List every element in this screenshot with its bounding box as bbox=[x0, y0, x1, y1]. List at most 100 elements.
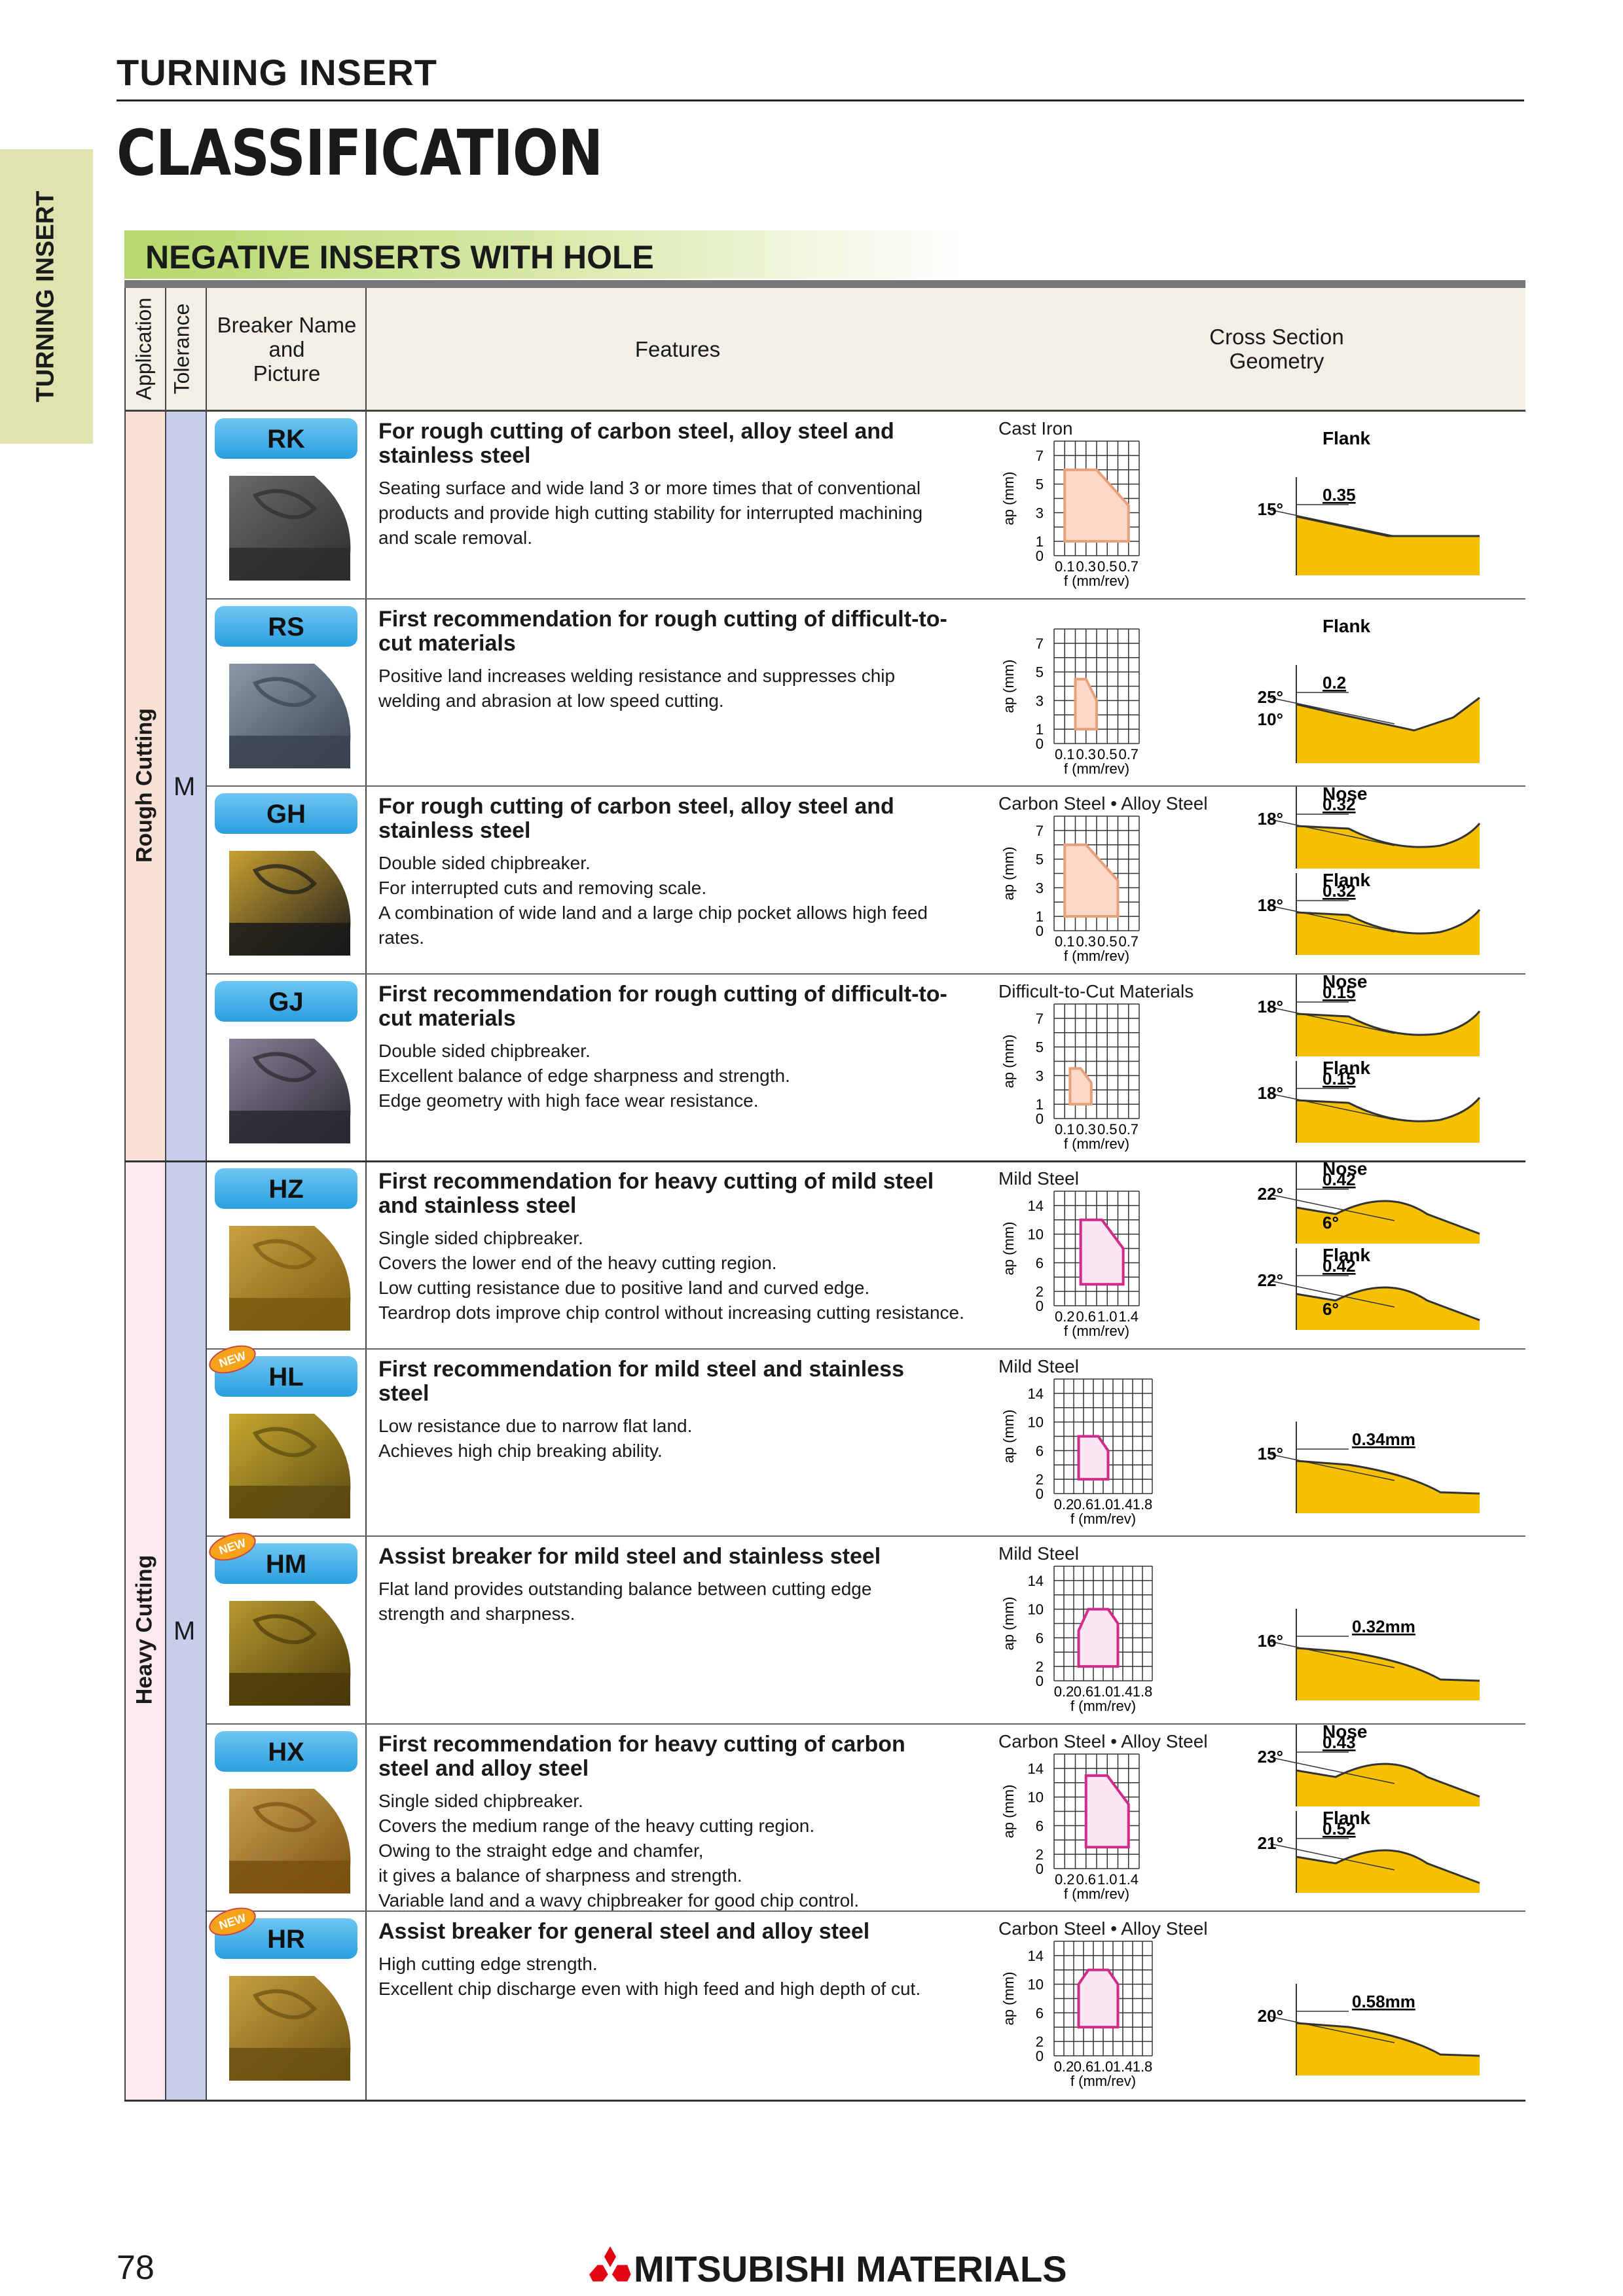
breaker-name-pill[interactable]: HZ bbox=[215, 1168, 357, 1209]
chart-x-tick: 0.2 bbox=[1055, 1308, 1075, 1325]
chart-y-tick: 14 bbox=[1028, 1948, 1044, 1964]
chart-x-tick: 0.6 bbox=[1074, 2058, 1094, 2075]
chart-x-tick: 0.1 bbox=[1055, 1121, 1075, 1138]
chart-y-tick: 10 bbox=[1028, 1227, 1044, 1243]
row-divider bbox=[207, 1723, 1525, 1725]
chart-y-tick: 1 bbox=[1036, 908, 1044, 925]
chart-x-tick: 0.5 bbox=[1097, 1121, 1118, 1138]
breaker-name-pill[interactable]: RK bbox=[215, 418, 357, 459]
row-divider bbox=[207, 1910, 1525, 1912]
chart-x-tick: 0.5 bbox=[1097, 746, 1118, 762]
chart-y-tick: 7 bbox=[1036, 448, 1044, 464]
chart-y-tick: 5 bbox=[1036, 852, 1044, 868]
feature-description-line: Double sided chipbreaker. bbox=[378, 1040, 591, 1061]
chart-y-tick: 3 bbox=[1036, 692, 1044, 709]
chip-section-profile bbox=[1296, 2022, 1480, 2057]
chart-x-tick: 1.4 bbox=[1113, 2058, 1133, 2075]
insert-picture bbox=[229, 476, 351, 581]
chart-y-tick: 0 bbox=[1036, 1673, 1044, 1689]
chart-range-area bbox=[1074, 677, 1098, 730]
feature-title: First recommendation for mild steel and … bbox=[378, 1356, 904, 1406]
breaker-name-pill[interactable]: GH bbox=[215, 793, 357, 834]
chart-x-tick: 0.6 bbox=[1074, 1683, 1094, 1700]
feature-description-line: High cutting edge strength. bbox=[378, 1954, 598, 1974]
cross-section-angle: 18° bbox=[1258, 997, 1283, 1016]
chart-x-tick: 0.7 bbox=[1118, 746, 1139, 762]
cross-section-kind: Flank bbox=[1322, 873, 1371, 890]
chart-x-tick: 0.7 bbox=[1118, 558, 1139, 575]
chart-y-tick: 5 bbox=[1036, 476, 1044, 493]
chart-x-tick: 0.6 bbox=[1076, 1308, 1096, 1325]
chip-section-profile bbox=[1296, 1010, 1481, 1036]
feature-description-line: For interrupted cuts and removing scale. bbox=[378, 878, 707, 898]
breaker-name-pill[interactable]: HL bbox=[215, 1355, 357, 1397]
header-title: TURNING INSERT bbox=[117, 52, 437, 93]
header-rule bbox=[117, 99, 1524, 101]
cross-section-angle: 22° bbox=[1258, 1270, 1283, 1290]
chart-range-area bbox=[1084, 1774, 1130, 1848]
chart-x-unit: f (mm/rev) bbox=[1064, 1886, 1129, 1902]
chart-y-unit: ap (mm) bbox=[1000, 847, 1017, 901]
side-tab[interactable]: TURNING INSERT bbox=[0, 149, 93, 444]
chip-section-profile bbox=[1296, 1096, 1481, 1122]
chart-y-tick: 6 bbox=[1036, 1630, 1044, 1646]
chip-section-fill bbox=[1296, 2023, 1480, 2075]
chart-y-tick: 3 bbox=[1036, 505, 1044, 521]
chart-y-tick: 6 bbox=[1036, 2005, 1044, 2021]
chart-y-tick: 10 bbox=[1028, 1789, 1044, 1805]
chart-range-area bbox=[1077, 1607, 1120, 1668]
chart-x-tick: 0.7 bbox=[1118, 933, 1139, 950]
cross-section-dimension: 0.2 bbox=[1322, 673, 1346, 692]
cross-section-angle: 20° bbox=[1258, 2006, 1283, 2026]
cross-section-kind: Flank bbox=[1322, 428, 1371, 448]
feature-description-line: Single sided chipbreaker. bbox=[378, 1790, 583, 1811]
tolerance-label-rough: M bbox=[173, 772, 196, 801]
cross-section-dimension: 0.58mm bbox=[1352, 1992, 1415, 2011]
cross-section-dimension: 0.35 bbox=[1322, 485, 1356, 505]
chart-y-tick: 2 bbox=[1036, 2034, 1044, 2050]
chart-y-tick: 3 bbox=[1036, 880, 1044, 896]
chart-range-area bbox=[1068, 1066, 1093, 1105]
feature-title: For rough cutting of carbon steel, alloy… bbox=[378, 794, 894, 843]
chart-y-tick: 1 bbox=[1036, 1096, 1044, 1113]
breaker-name-pill[interactable]: GJ bbox=[215, 980, 357, 1022]
angle-line bbox=[1269, 509, 1395, 537]
row-divider bbox=[207, 1348, 1525, 1350]
group-divider bbox=[124, 1160, 1525, 1162]
chip-section-fill bbox=[1296, 910, 1480, 955]
chart-x-unit: f (mm/rev) bbox=[1064, 573, 1129, 589]
breaker-name-pill[interactable]: RS bbox=[215, 605, 357, 647]
angle-line bbox=[1269, 1006, 1395, 1034]
cross-section-angle: 23° bbox=[1258, 1747, 1283, 1767]
chip-section-profile bbox=[1296, 1763, 1480, 1797]
chart-x-tick: 1.4 bbox=[1118, 1308, 1139, 1325]
cross-section-dimension: 0.34mm bbox=[1352, 1429, 1415, 1449]
chart-range-area bbox=[1063, 468, 1130, 543]
feature-description-line: Covers the lower end of the heavy cuttin… bbox=[378, 1253, 777, 1273]
chart-x-tick: 1.0 bbox=[1097, 1871, 1118, 1888]
chart-y-tick: 5 bbox=[1036, 664, 1044, 680]
row-divider bbox=[207, 598, 1525, 600]
feature-description-line: Flat land provides outstanding balance b… bbox=[378, 1579, 872, 1599]
feature-description-line: Low resistance due to narrow flat land. bbox=[378, 1415, 693, 1436]
chart-y-tick: 0 bbox=[1036, 2048, 1044, 2064]
chart-y-tick: 0 bbox=[1036, 1111, 1044, 1127]
col-divider bbox=[206, 288, 207, 2101]
chart-y-tick: 7 bbox=[1036, 635, 1044, 651]
breaker-name-pill[interactable]: HX bbox=[215, 1731, 357, 1772]
chart-y-tick: 0 bbox=[1036, 1298, 1044, 1314]
chart-y-tick: 0 bbox=[1036, 736, 1044, 752]
chip-section-profile bbox=[1296, 1647, 1480, 1682]
chart-x-tick: 1.4 bbox=[1113, 1683, 1133, 1700]
chart-x-tick: 0.2 bbox=[1054, 1683, 1074, 1700]
cross-section-angle: 6° bbox=[1322, 1213, 1339, 1232]
cross-section-angle: 18° bbox=[1258, 895, 1283, 915]
chart-x-unit: f (mm/rev) bbox=[1070, 2073, 1136, 2089]
feature-description-line: Variable land and a wavy chipbreaker for… bbox=[378, 1890, 860, 1910]
chart-x-tick: 0.6 bbox=[1076, 1871, 1096, 1888]
